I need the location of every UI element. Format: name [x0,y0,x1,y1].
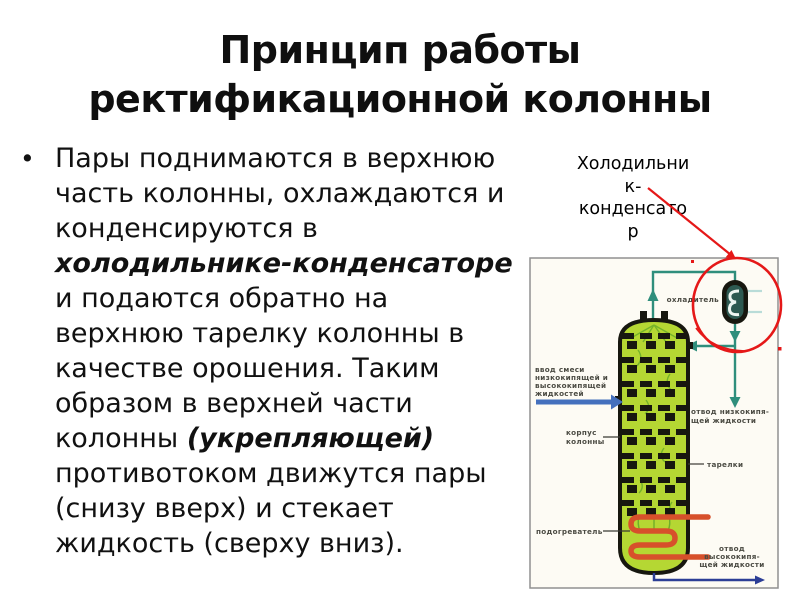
bottom-outlet-label: отвод высококипя- щей жидкости [699,544,764,569]
callout-line: Холодильни [576,154,690,174]
heater-label: подогреватель [536,527,603,536]
reflux-stub [686,342,693,349]
column-vessel [615,311,693,576]
page-title: Принцип работы ректификационной колонны [0,26,800,124]
body-segment: Пары поднимаются в верхнюю часть колонны… [55,143,505,244]
red-callout-arrow [647,187,736,259]
emphasis-condenser-term: холодильнике-конденсаторе [55,248,513,279]
svg-text:отвод низкокипя-: отвод низкокипя- [691,407,769,416]
svg-text:отвод: отвод [719,544,745,553]
column-top-stub [661,311,668,322]
rectification-column-diagram: охладитель ввод смеси низкокипящей и выс… [529,187,783,589]
svg-text:жидкостей: жидкостей [535,389,584,398]
top-outlet-label: отвод низкокипя- щей жидкости [691,407,769,425]
svg-text:ввод смеси: ввод смеси [535,365,585,374]
bullet-item: • Пары поднимаются в верхнюю часть колон… [20,141,520,561]
column-body-label: корпус колонны [566,428,605,446]
bottom-outlet-arrow [652,573,765,585]
svg-text:высококипящей: высококипящей [535,381,606,390]
heater-coil [628,514,711,560]
condenser-s-tube [727,289,740,317]
svg-text:низкокипящей и: низкокипящей и [535,373,608,382]
feed-arrow [536,394,623,410]
svg-text:корпус: корпус [566,428,597,437]
title-line-2: ректификационной колонны [88,77,712,121]
callout-line: р [627,221,639,242]
callout-line: к- [624,176,642,197]
red-circle-annotation [691,256,783,354]
bullet-text: Пары поднимаются в верхнюю часть колонны… [55,141,520,561]
title-line-1: Принцип работы [219,28,581,72]
trays-label: тарелки [707,460,743,469]
condenser [722,280,762,324]
red-dot [691,260,694,263]
body-segment: противотоком движутся пары (снизу вверх)… [55,458,487,559]
label-connectors [603,436,704,532]
svg-text:щей жидкости: щей жидкости [691,416,756,425]
svg-text:высококипя-: высококипя- [704,552,760,561]
callout-line: конденсато [578,199,688,219]
feed-label: ввод смеси низкокипящей и высококипящей … [535,365,608,398]
emphasis-strengthening-term: (укрепляющей) [186,423,435,454]
red-dot [778,347,782,351]
svg-text:щей жидкости: щей жидкости [699,560,764,569]
pipe-arrowheads [647,289,741,408]
svg-text:колонны: колонны [566,437,605,446]
bullet-marker: • [20,144,35,173]
callout-label-condenser: Холодильни к- конденсато р [558,153,708,243]
column-top-stub [640,311,647,322]
body-segment: и подаются обратно на верхнюю тарелку ко… [55,283,465,454]
